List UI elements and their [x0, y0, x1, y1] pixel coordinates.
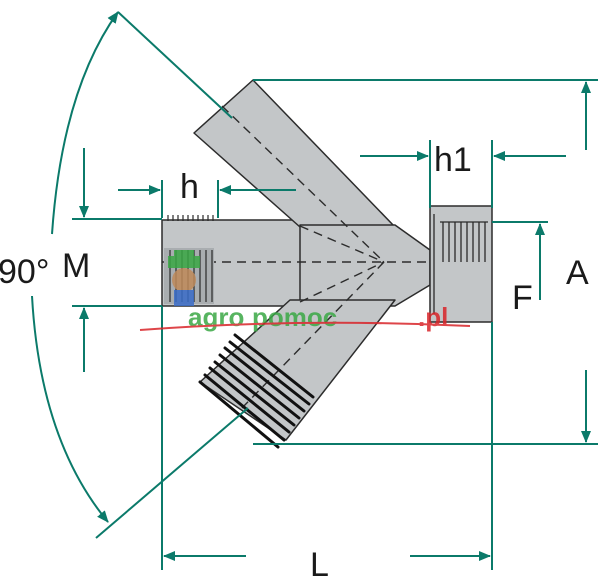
farmer-mascot-icon: [168, 250, 200, 306]
hidden-bores: [162, 105, 428, 409]
fitting-body: [161, 79, 493, 441]
central-hub: [299, 224, 431, 307]
label-l: L: [310, 546, 329, 584]
label-a: A: [566, 254, 589, 292]
right-port-thread: [433, 214, 488, 314]
watermark-part2: pomoc: [252, 302, 337, 332]
angle-label: 90°: [0, 253, 49, 291]
watermark-part3: .pl: [418, 302, 448, 332]
watermark: agro pomoc .pl: [139, 250, 471, 332]
angle-arc-lower: [31, 295, 109, 523]
label-f: F: [512, 279, 533, 317]
watermark-swoosh: [139, 321, 471, 331]
label-m: M: [62, 247, 90, 285]
label-h: h: [180, 168, 199, 206]
angle-arc-upper: [51, 11, 119, 235]
lower-branch: [199, 299, 396, 441]
upper-branch: [193, 79, 396, 228]
dimension-lines: [31, 11, 598, 570]
top-left-thread: [167, 215, 214, 221]
watermark-part1: agro: [188, 302, 244, 332]
label-h1: h1: [434, 141, 472, 179]
